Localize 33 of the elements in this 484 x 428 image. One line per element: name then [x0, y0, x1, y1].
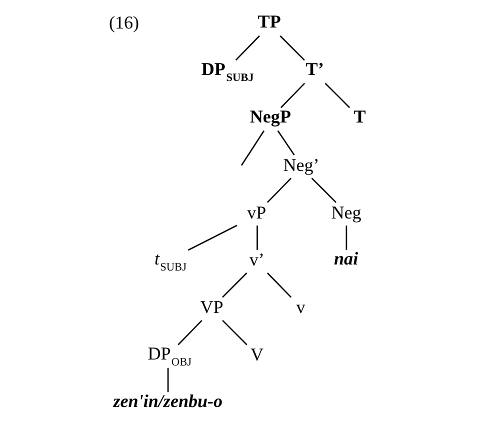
node-text: t$_{SUBJ}$: [154, 248, 186, 274]
connector: [222, 272, 248, 298]
node-text: NegP: [250, 106, 291, 126]
connector: [277, 130, 295, 156]
connector: [346, 226, 348, 250]
connector: [188, 224, 238, 251]
connector: [235, 35, 260, 61]
node-text: DP$_{OBJ}$: [148, 343, 192, 368]
node-text: DP$_{SUBJ}$: [201, 58, 254, 84]
node-text: v: [296, 297, 306, 318]
connector: [324, 82, 350, 108]
node-text: VP: [200, 297, 224, 318]
node-text: T: [354, 106, 366, 126]
node-text: vP: [247, 202, 266, 222]
connector: [178, 320, 202, 346]
connector: [256, 226, 258, 250]
connector: [266, 272, 292, 298]
connector: [167, 368, 169, 392]
node-text: nai: [334, 248, 358, 269]
connector: [240, 130, 265, 166]
connector: [311, 178, 336, 203]
connector: [280, 82, 306, 108]
label: (16): [108, 12, 140, 33]
node-text: Neg: [331, 202, 362, 222]
connector: [280, 35, 305, 61]
node-text: TP: [258, 11, 281, 32]
node-text: v’: [249, 250, 264, 270]
connector: [266, 178, 292, 203]
connector: [222, 320, 248, 346]
node-text: Neg’: [283, 154, 320, 175]
node-text: T’: [306, 58, 324, 79]
node-text: V: [250, 344, 264, 365]
node-text: zen'in/zenbu-o: [113, 390, 223, 411]
